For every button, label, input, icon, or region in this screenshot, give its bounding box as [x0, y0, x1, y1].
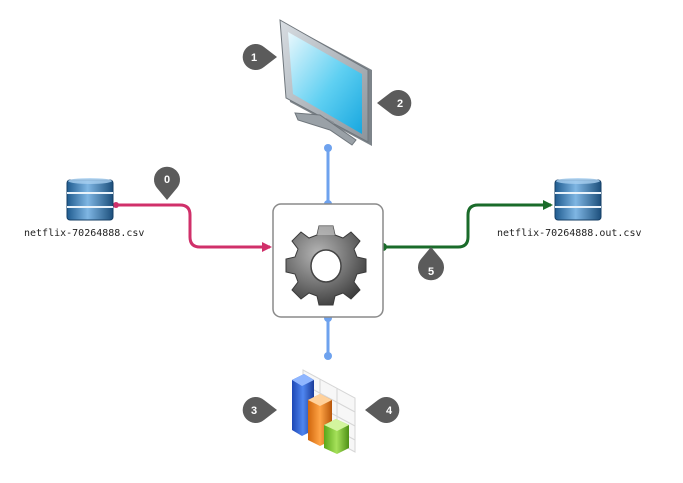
output-database-icon[interactable] [554, 178, 602, 221]
output-edge [383, 200, 553, 249]
badge-2: 2 [377, 90, 412, 116]
input-edge-start [113, 202, 119, 208]
svg-text:3: 3 [251, 405, 257, 417]
badge-4: 4 [365, 397, 400, 424]
badge-3: 3 [242, 397, 277, 424]
svg-text:4: 4 [386, 405, 393, 417]
svg-text:1: 1 [251, 52, 257, 64]
process-node[interactable] [272, 203, 384, 318]
monitor-icon[interactable] [279, 19, 372, 146]
badge-5: 5 [418, 247, 445, 281]
output-file-label: netflix-70264888.out.csv [497, 228, 642, 239]
input-edge [116, 203, 272, 252]
chart-link-edge [324, 314, 332, 360]
svg-text:2: 2 [397, 98, 403, 110]
badge-0: 0 [154, 166, 180, 200]
input-file-label: netflix-70264888.csv [24, 228, 145, 239]
badge-1: 1 [242, 44, 277, 70]
svg-text:0: 0 [164, 174, 170, 186]
bar-chart-icon[interactable] [292, 369, 356, 454]
monitor-link-edge [324, 144, 332, 208]
gear-icon [285, 225, 367, 306]
svg-text:5: 5 [428, 266, 434, 278]
input-database-icon[interactable] [66, 178, 114, 221]
